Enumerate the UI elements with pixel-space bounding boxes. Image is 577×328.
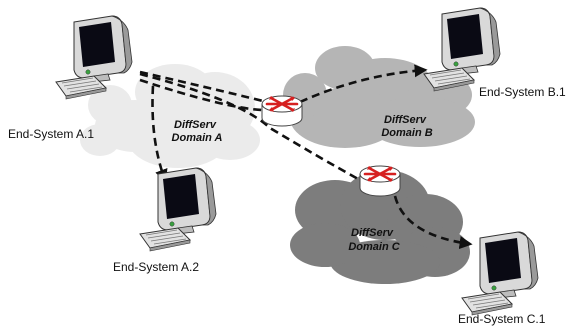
router-icon bbox=[358, 164, 402, 198]
desktop-computer-icon bbox=[139, 167, 217, 252]
end-system-a1-label: End-System A.1 bbox=[8, 127, 94, 141]
domain-a-label-line2: Domain A bbox=[172, 132, 223, 144]
link-a1-router-a bbox=[139, 70, 264, 103]
link-router-c1 bbox=[393, 195, 473, 250]
domain-a-label-line1: DiffServ bbox=[174, 119, 217, 131]
end-system-a2-label: End-System A.2 bbox=[113, 260, 199, 274]
domain-c-label-line2: Domain C bbox=[348, 241, 400, 253]
domain-c-label-line1: DiffServ bbox=[351, 227, 394, 239]
domain-b-cloud bbox=[283, 46, 475, 148]
domain-c-cloud bbox=[290, 170, 470, 284]
desktop-computer-icon bbox=[461, 231, 539, 316]
link-a1-c-router bbox=[139, 72, 361, 182]
domain-b-label-line2: Domain B bbox=[381, 127, 432, 139]
link-router-b1 bbox=[299, 64, 428, 104]
domain-b-label-line1: DiffServ bbox=[384, 114, 427, 126]
desktop-computer-icon bbox=[55, 15, 133, 100]
end-system-b1-label: End-System B.1 bbox=[479, 85, 566, 99]
network-links bbox=[139, 64, 473, 250]
router-icon bbox=[260, 94, 304, 128]
link-a1-b1 bbox=[139, 78, 263, 112]
end-system-c1-label: End-System C.1 bbox=[458, 312, 546, 326]
desktop-computer-icon bbox=[423, 7, 501, 92]
